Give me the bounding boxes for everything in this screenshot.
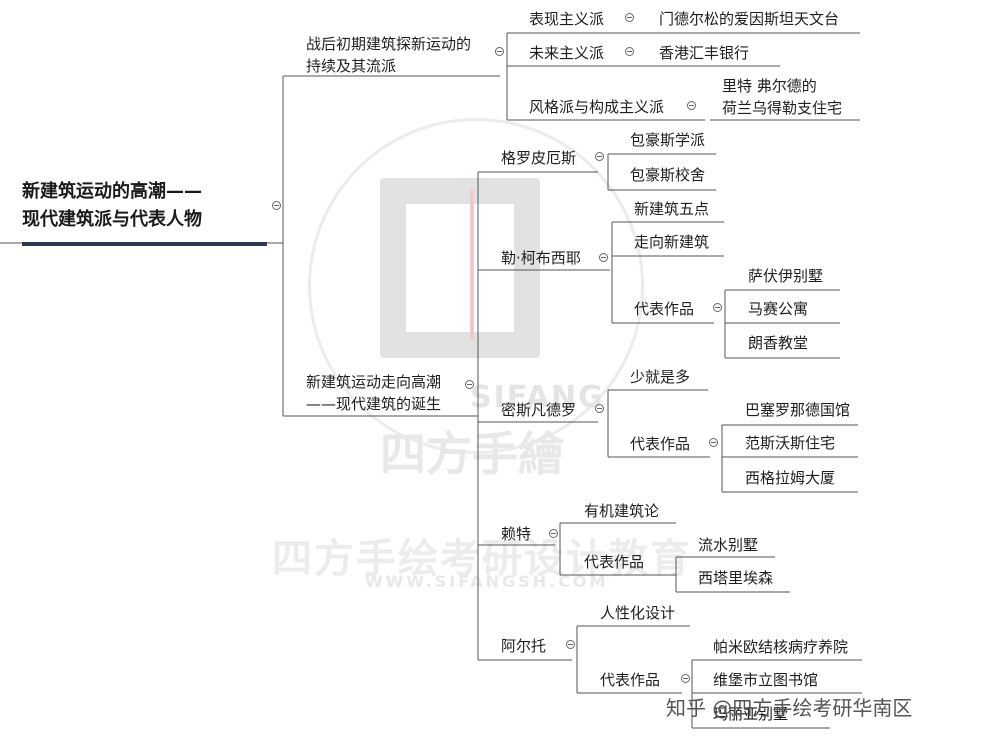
node-destijl[interactable]: 风格派与构成主义派 [529, 98, 665, 116]
node-paimio[interactable]: 帕米欧结核病疗养院 [713, 638, 849, 656]
node-corbusier-works[interactable]: 代表作品 [634, 300, 695, 318]
collapse-futurism-icon[interactable] [625, 47, 634, 56]
collapse-expressionism-icon[interactable] [625, 13, 634, 22]
collapse-root-icon[interactable] [272, 201, 281, 210]
root-topic[interactable]: 新建筑运动的高潮—— 现代建筑派与代表人物 [22, 178, 267, 246]
node-marseille[interactable]: 马赛公寓 [748, 300, 809, 318]
collapse-corbusier-works-icon[interactable] [713, 303, 722, 312]
collapse-gropius-icon[interactable] [595, 152, 604, 161]
node-expressionism[interactable]: 表现主义派 [529, 10, 605, 28]
node-aalto-works[interactable]: 代表作品 [600, 671, 661, 689]
rietveld-line2: 荷兰乌得勒支住宅 [722, 99, 843, 117]
node-futurism[interactable]: 未来主义派 [529, 44, 605, 62]
node-mies[interactable]: 密斯凡德罗 [501, 401, 577, 419]
node-corbusier-item-1[interactable]: 新建筑五点 [634, 200, 710, 218]
node-aalto-item-1[interactable]: 人性化设计 [600, 604, 676, 622]
watermark-logo-accent [470, 190, 544, 340]
node-villa-mairea[interactable]: 玛丽亚别墅 [713, 705, 789, 723]
node-viipuri-library[interactable]: 维堡市立图书馆 [713, 671, 819, 689]
node-rietveld-house[interactable]: 里特 弗尔德的 荷兰乌得勒支住宅 [722, 75, 842, 119]
branch-modern-line2: ——现代建筑的诞生 [306, 395, 442, 413]
node-gropius[interactable]: 格罗皮厄斯 [501, 149, 577, 167]
watermark-url: WWW.SIFANGSH.COM [365, 572, 609, 591]
branch-postwar-line1: 战后初期建筑探新运动的 [306, 35, 472, 53]
collapse-corbusier-icon[interactable] [599, 253, 608, 262]
collapse-mies-works-icon[interactable] [709, 438, 718, 447]
node-corbusier-item-2[interactable]: 走向新建筑 [634, 233, 710, 251]
node-savoye[interactable]: 萨伏伊别墅 [748, 267, 824, 285]
node-aalto[interactable]: 阿尔托 [501, 637, 547, 655]
watermark-brand-cn: 四方手繪 [380, 427, 564, 481]
watermark-logo-icon [380, 178, 540, 358]
watermark-circle [308, 118, 644, 454]
collapse-postwar-icon[interactable] [495, 47, 504, 56]
node-barcelona[interactable]: 巴塞罗那德国馆 [745, 401, 851, 419]
node-wright-works[interactable]: 代表作品 [584, 553, 645, 571]
node-taliesin-west[interactable]: 西塔里埃森 [698, 569, 774, 587]
node-einstein-tower[interactable]: 门德尔松的爱因斯坦天文台 [659, 10, 840, 28]
node-corbusier[interactable]: 勒·柯布西耶 [501, 249, 581, 267]
node-gropius-item-2[interactable]: 包豪斯校舍 [630, 166, 706, 184]
node-ronchamp[interactable]: 朗香教堂 [748, 334, 809, 352]
node-mies-works[interactable]: 代表作品 [630, 435, 691, 453]
collapse-aalto-icon[interactable] [566, 640, 575, 649]
node-wright-item-1[interactable]: 有机建筑论 [584, 502, 660, 520]
node-hsbc[interactable]: 香港汇丰银行 [659, 44, 750, 62]
node-mies-item-1[interactable]: 少就是多 [630, 368, 691, 386]
watermark-slogan: 四方手绘考研设计教育 [272, 536, 692, 582]
node-gropius-item-1[interactable]: 包豪斯学派 [630, 131, 706, 149]
watermark-platform: 知乎 @四方手绘考研华南区 [666, 696, 913, 720]
branch-postwar-topic[interactable]: 战后初期建筑探新运动的 持续及其流派 [306, 33, 471, 77]
root-title-line2: 现代建筑派与代表人物 [22, 209, 202, 230]
collapse-destijl-icon[interactable] [687, 101, 696, 110]
node-seagram[interactable]: 西格拉姆大厦 [745, 469, 836, 487]
collapse-aalto-works-icon[interactable] [681, 674, 690, 683]
collapse-modern-icon[interactable] [465, 380, 474, 389]
node-fallingwater[interactable]: 流水别墅 [698, 536, 759, 554]
branch-postwar-line2: 持续及其流派 [306, 57, 397, 75]
root-title-line1: 新建筑运动的高潮—— [22, 181, 202, 202]
collapse-mies-icon[interactable] [595, 404, 604, 413]
root-underline [22, 242, 267, 246]
node-farnsworth[interactable]: 范斯沃斯住宅 [745, 434, 836, 452]
watermark-brand-en: SIFANG [470, 380, 605, 415]
node-wright[interactable]: 赖特 [501, 525, 532, 543]
rietveld-line1: 里特 弗尔德的 [722, 77, 817, 95]
collapse-wright-icon[interactable] [549, 529, 558, 538]
branch-modern-line1: 新建筑运动走向高潮 [306, 373, 442, 391]
branch-modern-topic[interactable]: 新建筑运动走向高潮 ——现代建筑的诞生 [306, 371, 441, 415]
